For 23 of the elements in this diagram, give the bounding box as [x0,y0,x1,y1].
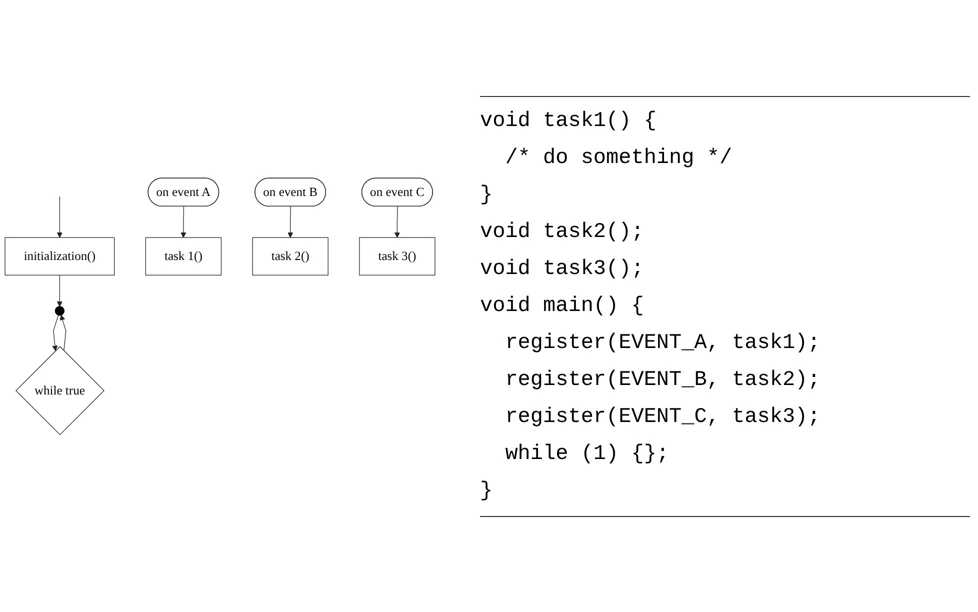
node-box: task 3() [359,236,436,276]
code-line: /* do something */ [504,146,734,172]
code-line: void main() { [480,294,645,320]
arrow [60,314,66,351]
arrow [180,206,186,238]
code-line: } [480,478,494,504]
code-line: void task1() { [480,108,658,134]
code-line: void task2(); [480,220,645,246]
node-box: task 2() [252,236,328,276]
code-line: void task3(); [480,256,645,282]
arrow [52,314,59,351]
code-line: } [480,182,494,208]
arrow [56,196,62,238]
code-line: register(EVENT_C, task3); [504,404,822,430]
node-box: initialization() [4,236,115,276]
arrow [394,206,400,238]
code-line: register(EVENT_A, task1); [504,330,822,356]
arrow [56,274,62,306]
node-box: task 1() [145,236,222,276]
code-line: register(EVENT_B, task2); [504,368,822,394]
node-diamond: while true [16,346,104,435]
code-line: while (1) {}; [504,442,670,468]
arrow [288,206,294,238]
